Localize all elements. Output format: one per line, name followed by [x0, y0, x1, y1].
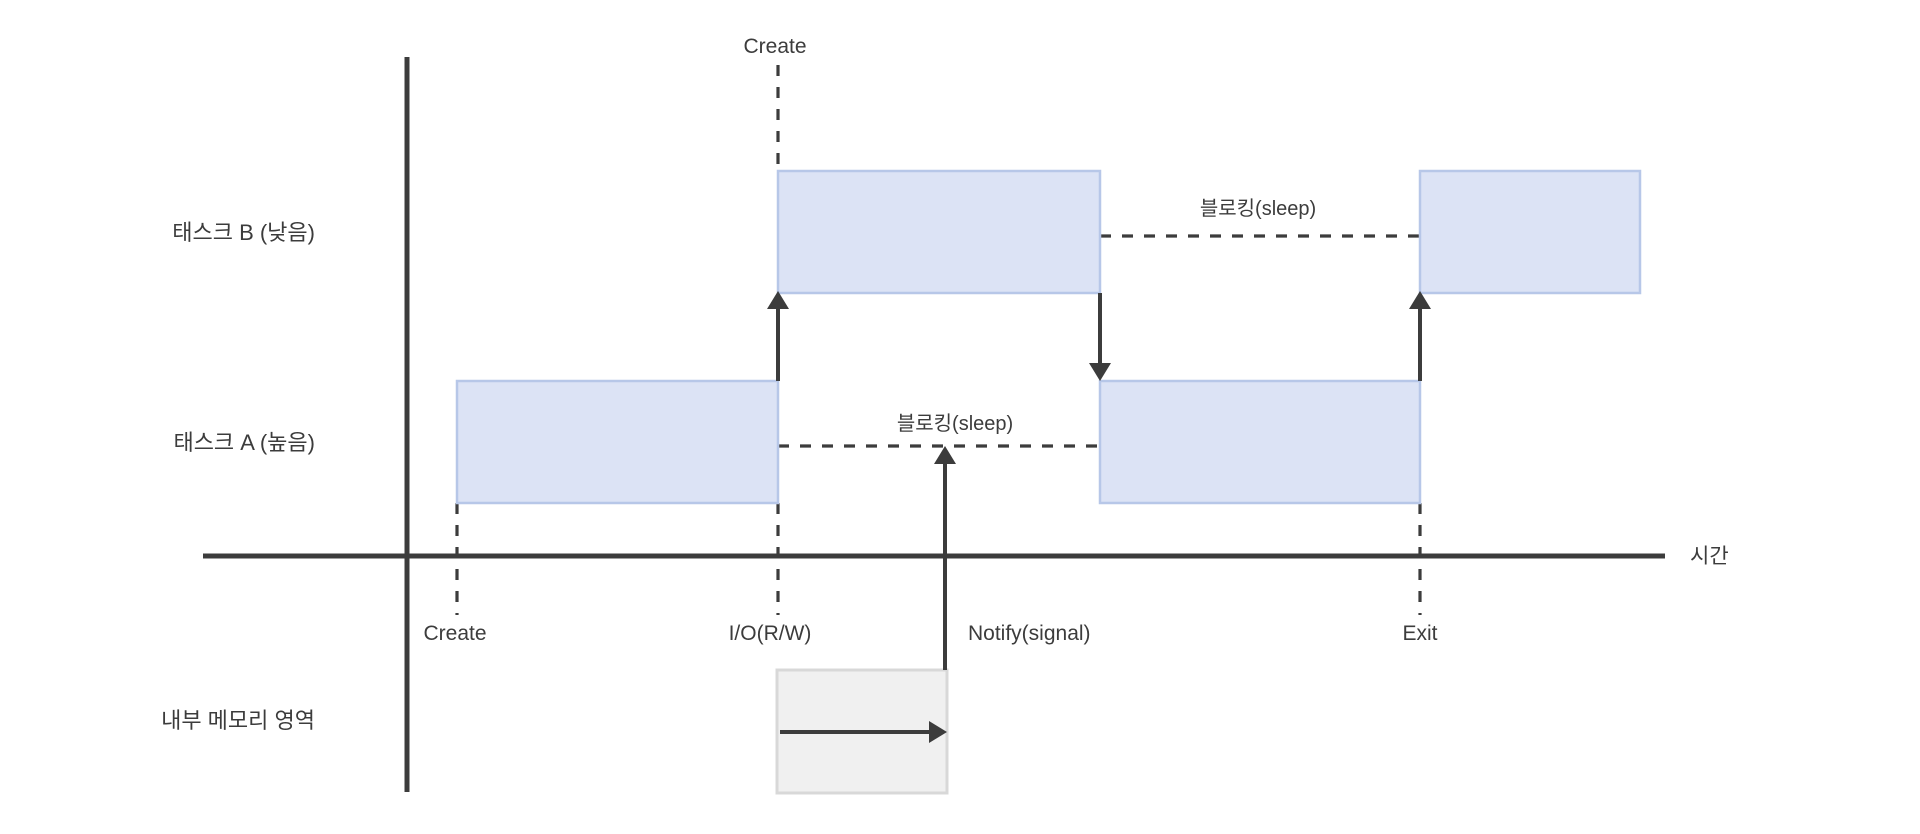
task-b-run-1 — [776, 169, 1102, 295]
row-label-group: 태스크 B (낮음) 태스크 A (높음) 내부 메모리 영역 — [161, 220, 315, 733]
event-label-notify-signal: Notify(signal) — [968, 622, 1091, 645]
annotation-label-group: 블로킹(sleep) 블로킹(sleep) — [897, 197, 1316, 435]
x-axis-label: 시간 — [1690, 545, 1729, 568]
dashed-guide-group — [455, 65, 1422, 670]
memory-flow-arrow-head — [929, 721, 947, 743]
annotation-blocking-task-b: 블로킹(sleep) — [1200, 197, 1316, 220]
row-label-task-b: 태스크 B (낮음) — [172, 220, 315, 245]
annotation-blocking-task-a: 블로킹(sleep) — [897, 412, 1013, 435]
switch-up-to-task-b-head — [767, 291, 789, 309]
row-label-task-a: 태스크 A (높음) — [173, 430, 315, 455]
task-a-run-2 — [1098, 379, 1422, 505]
execution-block-group — [455, 169, 1642, 795]
switch-down-to-task-a-head — [1089, 363, 1111, 381]
task-b-run-2 — [1418, 169, 1642, 295]
row-label-memory: 내부 메모리 영역 — [161, 708, 315, 733]
notify-up-arrow-head — [934, 446, 956, 464]
event-label-create-bottom: Create — [423, 622, 486, 645]
arrow-group — [767, 291, 1431, 743]
event-label-create-top: Create — [743, 35, 806, 58]
event-label-io-rw: I/O(R/W) — [729, 622, 812, 645]
task-a-run-1 — [455, 379, 780, 505]
resume-task-b-head — [1409, 291, 1431, 309]
event-label-exit: Exit — [1402, 622, 1437, 645]
